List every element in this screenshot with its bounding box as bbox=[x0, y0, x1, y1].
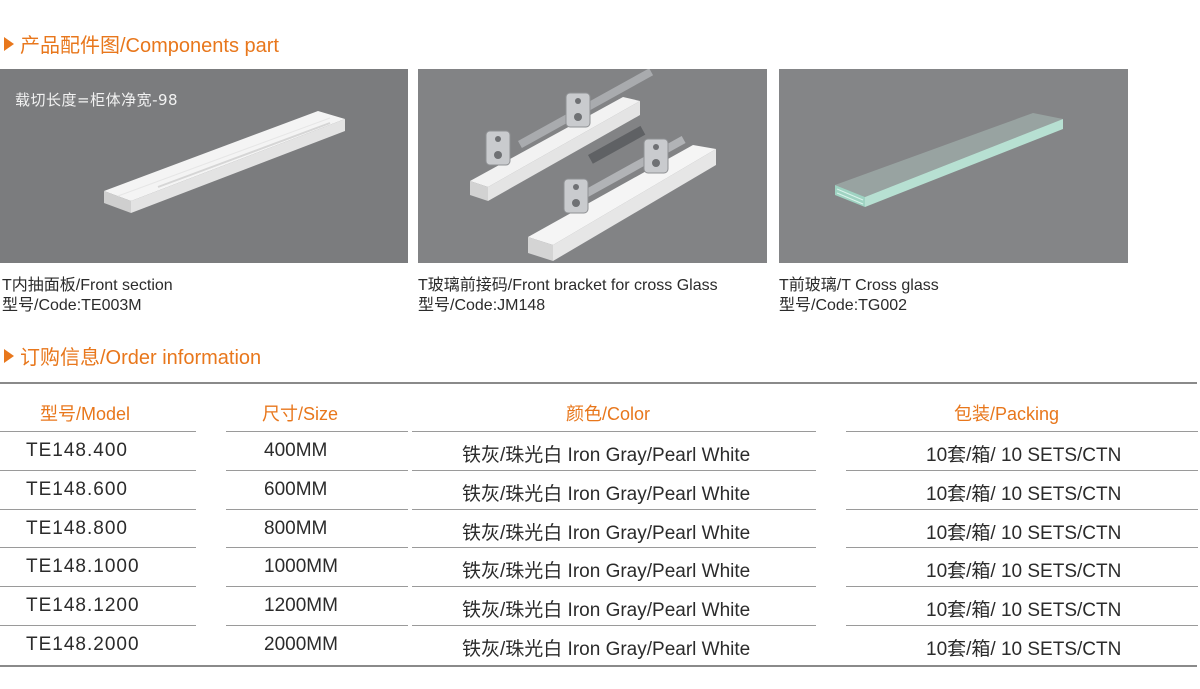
cell-color: 铁灰/珠光白 Iron Gray/Pearl White bbox=[462, 561, 751, 583]
cell-size: 1200MM bbox=[264, 595, 338, 617]
cell-color: 铁灰/珠光白 Iron Gray/Pearl White bbox=[462, 445, 751, 466]
cross-glass-caption: T前玻璃/T Cross glass 型号/Code:TG002 bbox=[779, 276, 939, 316]
row-divider-line bbox=[412, 469, 816, 471]
row-divider-line bbox=[226, 586, 408, 588]
triangle-bullet-icon bbox=[4, 36, 14, 51]
cell-color: 铁灰/珠光白 Iron Gray/Pearl White bbox=[462, 639, 751, 660]
front-bracket-code: 型号/Code:JM148 bbox=[418, 297, 546, 314]
column-divider-line bbox=[226, 431, 408, 432]
front-bracket-illustration bbox=[470, 69, 716, 261]
cell-model: TE148.1000 bbox=[26, 556, 140, 578]
order-title-text: 订购信息/Order information bbox=[20, 347, 262, 369]
front-section-name: T内抽面板/Front section bbox=[2, 277, 173, 294]
row-divider-line bbox=[846, 469, 1198, 471]
front-section-image: 载切长度=柜体净宽-98 bbox=[0, 69, 408, 263]
cell-size: 400MM bbox=[264, 440, 328, 461]
row-divider-line bbox=[226, 469, 408, 471]
cell-size: 600MM bbox=[264, 478, 328, 500]
row-divider-line bbox=[412, 508, 816, 510]
row-divider-line bbox=[226, 547, 408, 549]
column-divider-line bbox=[0, 431, 196, 432]
front-bracket-name: T玻璃前接码/Front bracket for cross Glass bbox=[418, 277, 718, 294]
front-section-code: 型号/Code:TE003M bbox=[2, 297, 142, 314]
order-section-title: 订购信息/Order information bbox=[4, 341, 261, 370]
cell-size: 800MM bbox=[264, 517, 328, 539]
header-model: 型号/Model bbox=[40, 404, 131, 424]
table-bottom-rule bbox=[0, 665, 1197, 667]
cell-size: 2000MM bbox=[264, 634, 338, 655]
cross-glass-image bbox=[779, 69, 1128, 263]
column-divider-line bbox=[412, 431, 816, 432]
header-size: 尺寸/Size bbox=[262, 404, 339, 424]
triangle-bullet-icon bbox=[4, 348, 14, 363]
cell-packing: 10套/箱/ 10 SETS/CTN bbox=[926, 483, 1122, 505]
cell-color: 铁灰/珠光白 Iron Gray/Pearl White bbox=[462, 483, 751, 505]
cell-size: 1000MM bbox=[264, 556, 338, 578]
cell-model: TE148.800 bbox=[26, 517, 128, 539]
front-bracket-caption: T玻璃前接码/Front bracket for cross Glass 型号/… bbox=[418, 276, 718, 316]
row-divider-line bbox=[412, 586, 816, 588]
cell-color: 铁灰/珠光白 Iron Gray/Pearl White bbox=[462, 600, 751, 622]
cell-packing: 10套/箱/ 10 SETS/CTN bbox=[926, 639, 1122, 660]
cell-model: TE148.1200 bbox=[26, 595, 140, 617]
cell-packing: 10套/箱/ 10 SETS/CTN bbox=[926, 445, 1122, 466]
cell-packing: 10套/箱/ 10 SETS/CTN bbox=[926, 561, 1122, 583]
cell-packing: 10套/箱/ 10 SETS/CTN bbox=[926, 522, 1122, 544]
cell-model: TE148.2000 bbox=[26, 634, 140, 655]
column-divider-line bbox=[846, 431, 1198, 432]
row-divider-line bbox=[0, 586, 196, 588]
components-title-text: 产品配件图/Components part bbox=[20, 35, 279, 57]
row-divider-line bbox=[0, 508, 196, 510]
cell-model: TE148.400 bbox=[26, 440, 128, 461]
cell-model: TE148.600 bbox=[26, 478, 128, 500]
cross-glass-name: T前玻璃/T Cross glass bbox=[779, 277, 939, 294]
components-section-title: 产品配件图/Components part bbox=[4, 29, 279, 58]
front-bracket-image bbox=[418, 69, 767, 263]
table-top-rule bbox=[0, 382, 1197, 384]
row-divider-line bbox=[846, 508, 1198, 510]
row-divider-line bbox=[0, 469, 196, 471]
cell-packing: 10套/箱/ 10 SETS/CTN bbox=[926, 600, 1122, 622]
row-divider-line bbox=[412, 547, 816, 549]
row-divider-line bbox=[846, 586, 1198, 588]
cross-glass-code: 型号/Code:TG002 bbox=[779, 297, 908, 314]
cell-color: 铁灰/珠光白 Iron Gray/Pearl White bbox=[462, 522, 751, 544]
front-section-illustration bbox=[104, 111, 345, 213]
cut-length-note: 载切长度=柜体净宽-98 bbox=[15, 91, 179, 109]
row-divider-line bbox=[0, 547, 196, 549]
header-packing: 包装/Packing bbox=[954, 404, 1060, 424]
row-divider-line bbox=[846, 547, 1198, 549]
cross-glass-illustration bbox=[835, 113, 1063, 207]
row-divider-line bbox=[226, 508, 408, 510]
row-divider-line bbox=[226, 625, 408, 626]
row-divider-line bbox=[846, 625, 1198, 626]
header-color: 颜色/Color bbox=[566, 404, 651, 424]
front-section-caption: T内抽面板/Front section 型号/Code:TE003M bbox=[2, 276, 173, 316]
row-divider-line bbox=[412, 625, 816, 626]
row-divider-line bbox=[0, 625, 196, 626]
